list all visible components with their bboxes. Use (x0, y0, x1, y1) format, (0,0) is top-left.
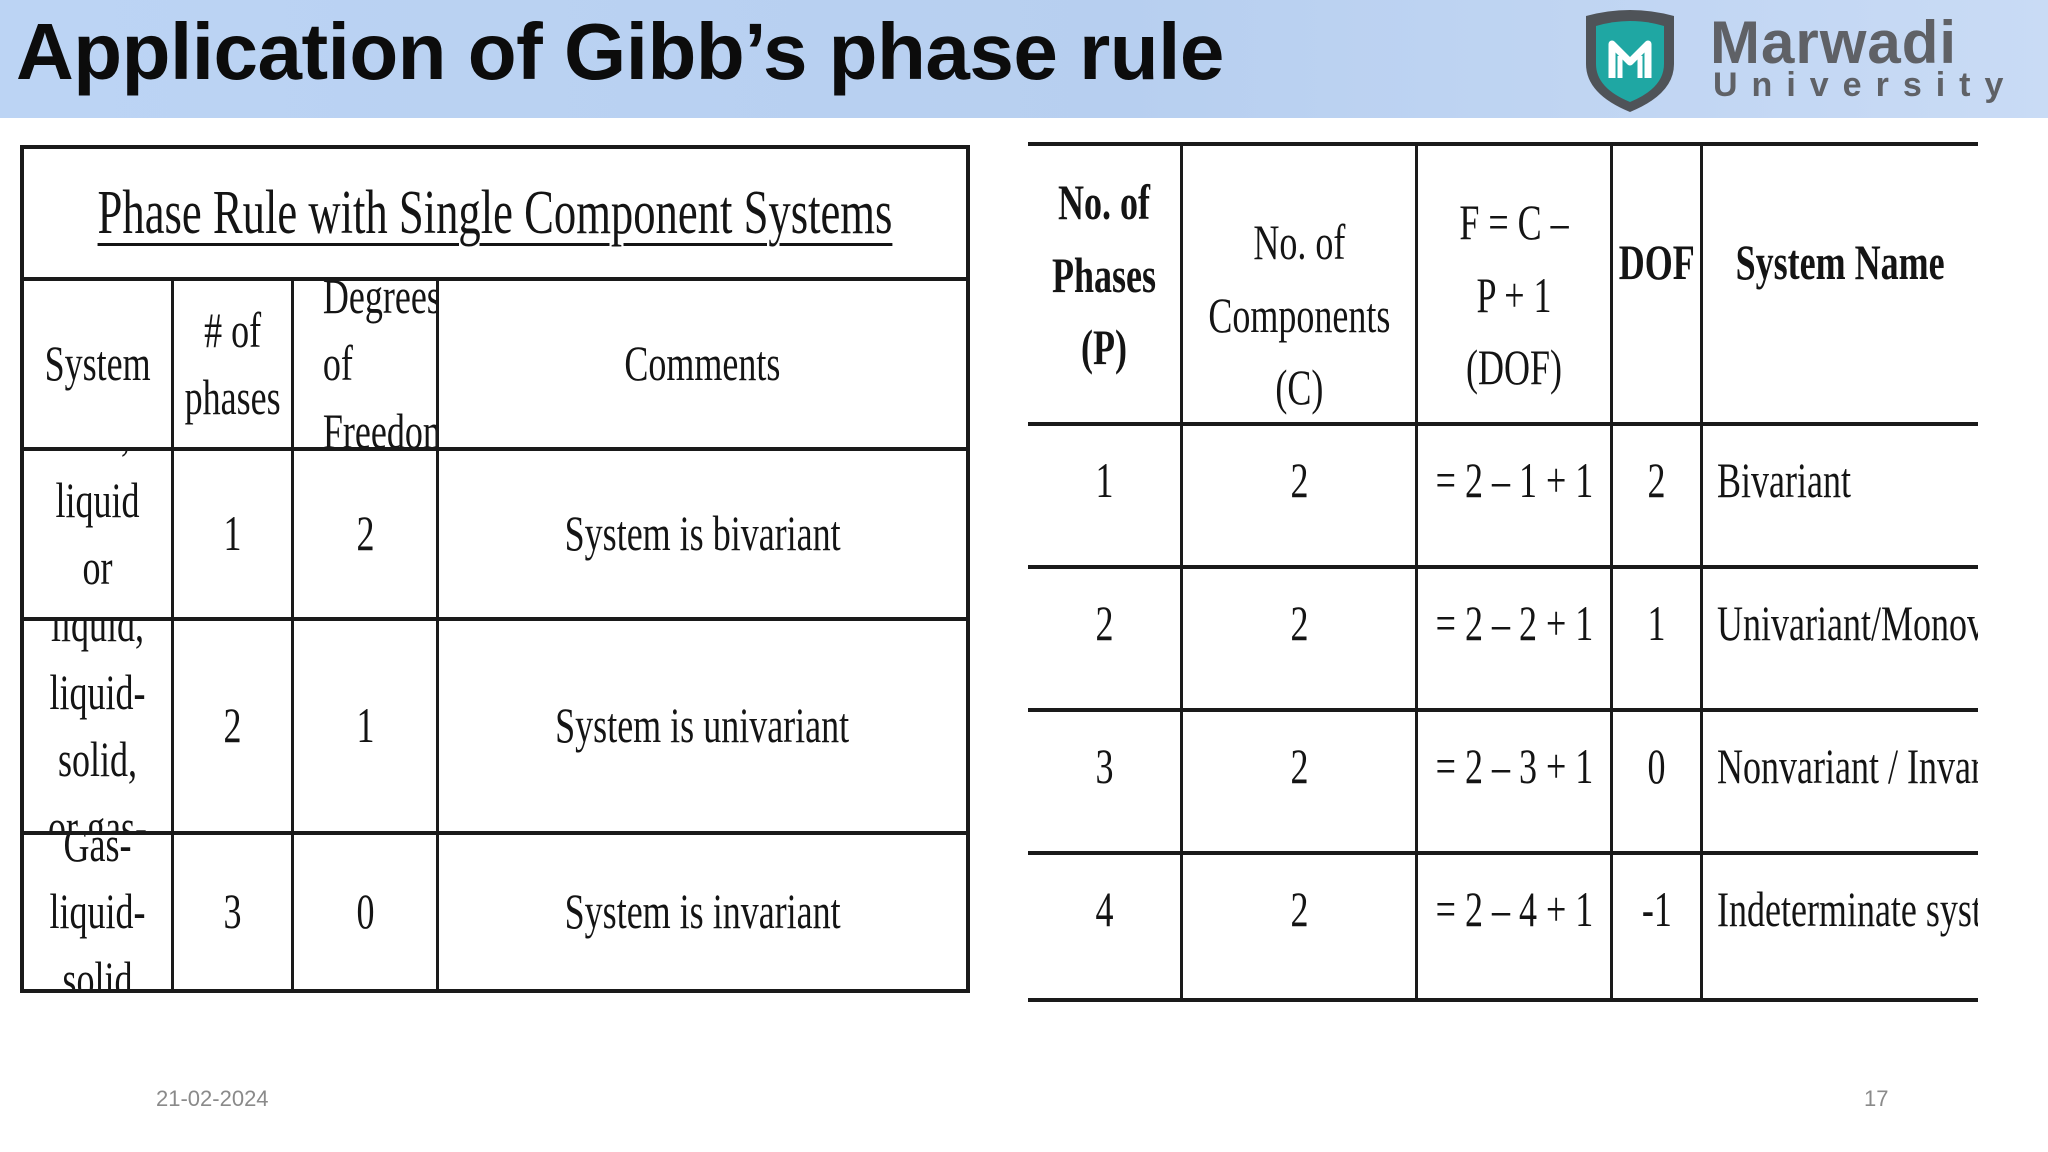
header-formula: F = C – P + 1 (DOF) (1418, 146, 1613, 426)
table-grid: No. of Phases (P) No. of Components (C) … (1028, 146, 1978, 998)
table-cell: Gas, liquid or solid (24, 451, 174, 621)
table-cell: 2 (1183, 569, 1418, 712)
table-cell: 1 (174, 451, 294, 621)
table-cell: Univariant/Monovari (1703, 569, 1978, 712)
phase-rule-calculation-table: No. of Phases (P) No. of Components (C) … (1028, 142, 1978, 1002)
table-cell: Gas-liquid-solid (24, 835, 174, 989)
header-no-of-components: No. of Components (C) (1183, 146, 1418, 426)
table-cell: Nonvariant / Invariar (1703, 712, 1978, 855)
table-cell: 2 (1028, 569, 1183, 712)
table-cell: System is univariant (439, 621, 966, 835)
header-degrees-of-freedom: Degrees of Freedom (294, 281, 439, 451)
header-system: System (24, 281, 174, 451)
table-cell: 3 (174, 835, 294, 989)
table-cell: 0 (1613, 712, 1703, 855)
table-cell: 0 (294, 835, 439, 989)
table-cell: 1 (1613, 569, 1703, 712)
slide-title: Application of Gibb’s phase rule (16, 7, 1224, 96)
header-dof: DOF (1613, 146, 1703, 426)
logo-name: Marwadi (1710, 9, 1958, 76)
single-component-phase-table: Phase Rule with Single Component Systems… (20, 145, 970, 993)
table-cell: Bivariant (1703, 426, 1978, 569)
header-no-of-phases: No. of Phases (P) (1028, 146, 1183, 426)
table-cell: 2 (1183, 712, 1418, 855)
slide-page-number: 17 (1864, 1086, 1889, 1111)
table-cell: System is bivariant (439, 451, 966, 621)
table-cell: -1 (1613, 855, 1703, 998)
table-cell: = 2 – 2 + 1 (1418, 569, 1613, 712)
table-cell: = 2 – 4 + 1 (1418, 855, 1613, 998)
table-cell: 4 (1028, 855, 1183, 998)
table-cell: 1 (294, 621, 439, 835)
table-grid: System # of phases Degrees of Freedom Co… (24, 281, 966, 989)
table-title: Phase Rule with Single Component Systems (24, 149, 966, 281)
table-cell: = 2 – 1 + 1 (1418, 426, 1613, 569)
university-logo: Marwadi University (1580, 6, 2040, 114)
marwadi-shield-logo-icon (1586, 10, 1674, 112)
slide-header: Application of Gibb’s phase rule Marwadi… (0, 0, 2048, 118)
slide-date: 21-02-2024 (156, 1086, 269, 1111)
table-cell: 3 (1028, 712, 1183, 855)
table-cell: 2 (174, 621, 294, 835)
header-comments: Comments (439, 281, 966, 451)
table-cell: System is invariant (564, 883, 841, 940)
table-cell: 2 (1183, 855, 1418, 998)
table-cell: 2 (294, 451, 439, 621)
header-phases: # of phases (174, 281, 294, 451)
table-cell: Indeterminate system (1717, 881, 1978, 937)
header-system-name: System Name (1703, 146, 1978, 426)
table-cell: = 2 – 3 + 1 (1418, 712, 1613, 855)
logo-subtitle: University (1713, 66, 2018, 104)
table-cell: Gas-liquid, liquid-solid, or gas-solid (24, 621, 174, 835)
table-cell: 2 (1183, 426, 1418, 569)
table-cell: 2 (1613, 426, 1703, 569)
table-cell: 1 (1028, 426, 1183, 569)
